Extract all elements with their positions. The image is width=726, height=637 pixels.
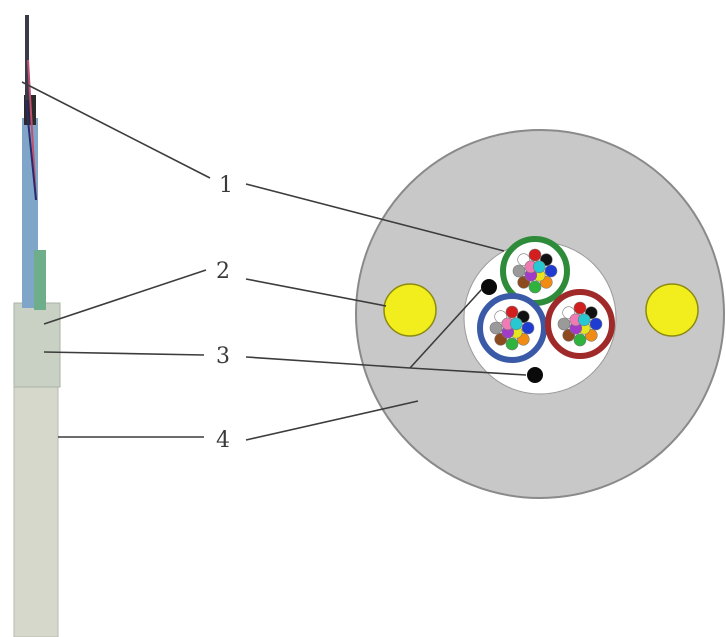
fiber-red-7 [573, 301, 587, 315]
leader-lines [21, 81, 527, 441]
fiber-green-1 [544, 264, 558, 278]
filler-rod-top [481, 279, 497, 295]
fiber-green-12 [532, 260, 546, 274]
fiber-blue-3 [505, 337, 519, 351]
leader-1-left [21, 81, 211, 179]
fiber-blue-7 [505, 305, 519, 319]
loose-tube-blue [477, 293, 547, 363]
loose-tube-green [500, 236, 570, 306]
filler-rod-bottom [527, 367, 543, 383]
tube-side-green [34, 250, 46, 310]
fiber-blue-5 [489, 321, 503, 335]
outer-sheath-side [13, 384, 59, 637]
fiber-green-5 [512, 264, 526, 278]
fiber-strand-side [25, 15, 29, 100]
leader-3-right [245, 356, 411, 369]
leader-3-branch-b [409, 367, 527, 376]
loose-tube-red [545, 289, 615, 359]
leader-1-right [245, 183, 505, 252]
leader-3-left [43, 351, 205, 356]
leader-2-right [245, 278, 387, 307]
fiber-blue-1 [521, 321, 535, 335]
fiber-blue-12 [509, 317, 523, 331]
callout-label-3: 3 [216, 344, 230, 369]
inner-jacket-side [13, 302, 61, 388]
fiber-green-7 [528, 248, 542, 262]
fiber-red-1 [589, 317, 603, 331]
cable-cross-section [355, 129, 725, 499]
cable-side-view [13, 15, 61, 637]
strength-member-left [383, 283, 437, 337]
leader-2-left [43, 269, 207, 325]
leader-4-right [245, 400, 419, 441]
callout-label-4: 4 [216, 428, 230, 453]
callout-label-2: 2 [216, 259, 230, 284]
fiber-red-12 [577, 313, 591, 327]
callout-label-1: 1 [219, 173, 233, 198]
fiber-strand-dark [25, 99, 37, 201]
leader-3-branch-a [409, 288, 483, 369]
fiber-red-5 [557, 317, 571, 331]
strength-member-right [645, 283, 699, 337]
fiber-red-3 [573, 333, 587, 347]
fiber-green-3 [528, 280, 542, 294]
